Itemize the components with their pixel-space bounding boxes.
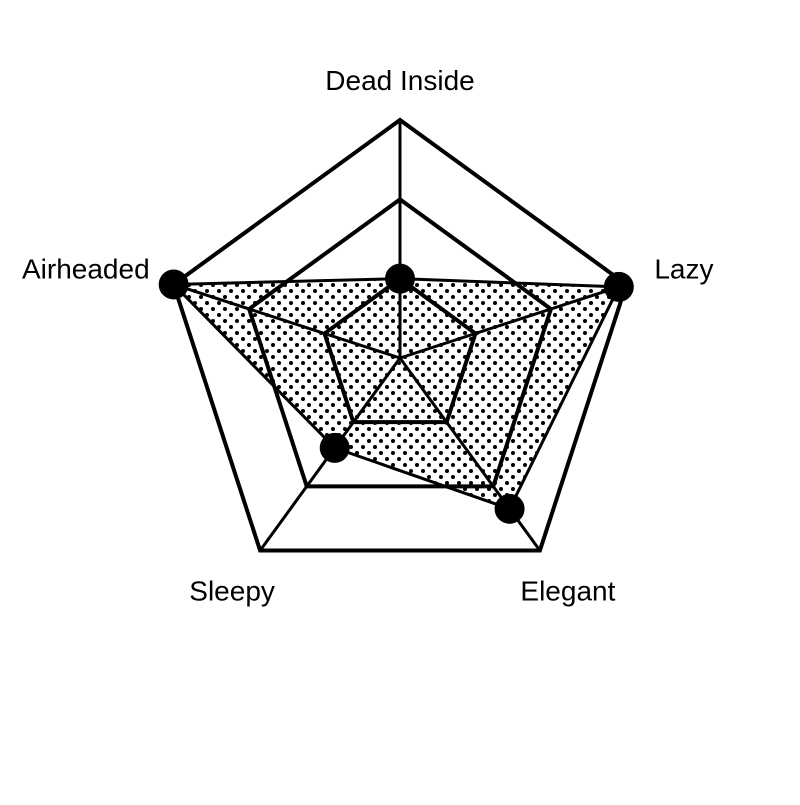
axis-label-airheaded: Airheaded bbox=[22, 253, 150, 284]
data-point-4 bbox=[319, 432, 350, 463]
grid-ring-3 bbox=[171, 117, 629, 553]
data-point-5 bbox=[158, 269, 189, 300]
series-area bbox=[172, 277, 621, 511]
axis-label-dead-inside: Dead Inside bbox=[325, 65, 474, 96]
data-point-1 bbox=[385, 263, 415, 294]
axis-label-lazy: Lazy bbox=[654, 253, 713, 284]
axis-label-sleepy: Sleepy bbox=[189, 576, 275, 607]
axis-label-elegant: Elegant bbox=[520, 576, 615, 607]
data-point-2 bbox=[603, 271, 634, 302]
series-layer bbox=[172, 277, 621, 511]
data-point-3 bbox=[494, 493, 525, 524]
